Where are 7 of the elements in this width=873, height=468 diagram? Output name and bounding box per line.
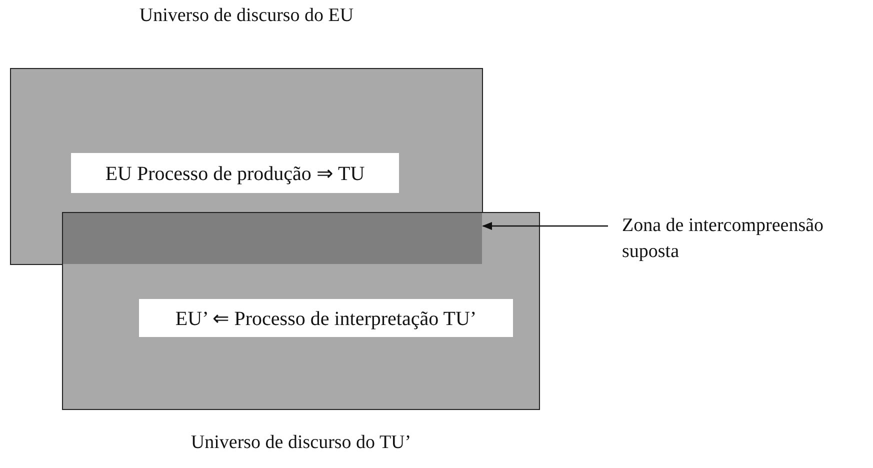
text-box: EU’ ⇐ Processo de interpretação TU’ bbox=[139, 299, 513, 337]
callout-text: Zona de intercompreensão suposta bbox=[622, 213, 872, 267]
heading: Universo de discurso do TU’ bbox=[190, 432, 412, 454]
arrow bbox=[482, 222, 608, 230]
heading: Universo de discurso do EU bbox=[139, 5, 354, 27]
text-box: EU Processo de produção ⇒ TU bbox=[71, 153, 399, 193]
overlap-zone bbox=[63, 213, 482, 264]
